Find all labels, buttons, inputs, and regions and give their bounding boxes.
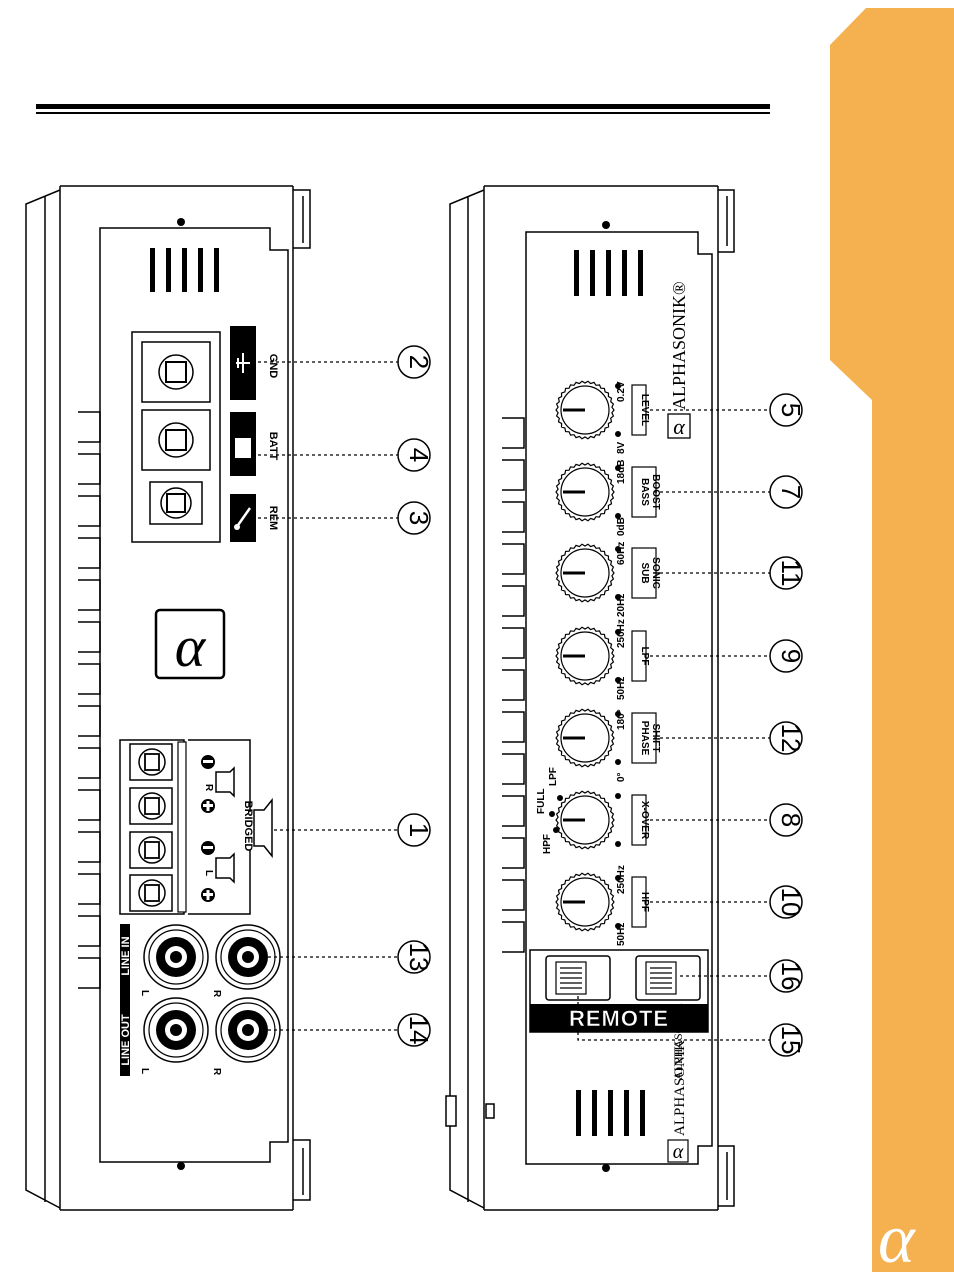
callout-3: 3	[404, 511, 434, 525]
leader-15	[578, 996, 772, 1040]
callout-8: 8	[776, 813, 806, 827]
callout-9: 9	[776, 649, 806, 663]
callout-4: 4	[404, 448, 434, 462]
callout-11: 11	[776, 560, 806, 587]
callout-numbers: 1 2 4 3 13 14 5 7 11 9 12 8 10 16 15	[404, 355, 806, 1055]
callout-16: 16	[776, 962, 806, 991]
callout-5: 5	[776, 403, 806, 417]
callout-13: 13	[404, 943, 434, 972]
callout-2b: 2	[404, 355, 434, 369]
callout-14: 14	[404, 1016, 434, 1045]
callout-2: 1	[404, 823, 434, 837]
callout-12: 12	[776, 724, 806, 753]
callout-10: 10	[776, 888, 806, 917]
callout-15: 15	[776, 1026, 806, 1055]
callout-7: 7	[776, 485, 806, 499]
